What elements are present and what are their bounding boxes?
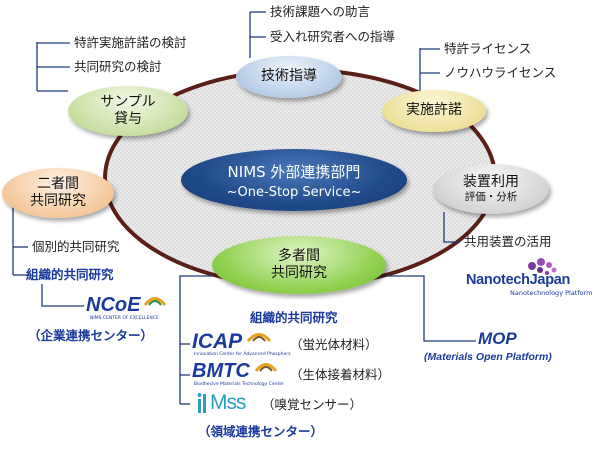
center-title: NIMS 外部連携部門 — [227, 162, 361, 181]
ncoe-logo-text: NCoE — [86, 294, 141, 316]
mss-wave-icon — [197, 393, 206, 413]
tech-guidance-node: 技術指導 — [236, 56, 342, 98]
nanotech-logo-sub: Nanotechnology Platform — [510, 289, 593, 297]
bilateral-org-label: 組織的共同研究 — [26, 267, 114, 282]
center-hub: NIMS 外部連携部門 ~One-Stop Service~ — [181, 149, 407, 211]
tech-guidance-label: 技術指導 — [261, 68, 317, 85]
sample-item: 共同研究の検討 — [74, 59, 162, 74]
bilateral-label-1: 二者間 — [37, 175, 79, 192]
bmtc-logo: BMTC Biodhesive Materials Technology Cen… — [192, 360, 284, 387]
mss-logo-text: Mss — [210, 391, 246, 414]
mss-logo: Mss — [196, 391, 246, 415]
ncoe-logo: NCoE NIMS CENTER OF EXCELLENCE — [86, 294, 166, 321]
tech-guidance-item: 技術課題への助言 — [270, 4, 371, 19]
bilateral-node: 二者間 共同研究 — [2, 168, 114, 218]
license-item: ノウハウライセンス — [444, 65, 557, 80]
multilateral-org-label: 組織的共同研究 — [250, 310, 338, 325]
multilateral-label-2: 共同研究 — [271, 265, 327, 281]
nanotech-dots-icon — [528, 258, 557, 275]
license-node: 実施許諾 — [382, 90, 486, 132]
sample-label-2: 貸与 — [114, 111, 142, 127]
nanotech-logo-text: NanotechJapan — [466, 272, 571, 288]
bmtc-arc-icon — [254, 363, 278, 372]
bilateral-label-2: 共同研究 — [30, 193, 86, 209]
ncoe-logo-sub: NIMS CENTER OF EXCELLENCE — [90, 316, 159, 321]
equipment-item: 共用装置の活用 — [464, 234, 552, 249]
connector-lines — [12, 11, 476, 405]
sample-label-1: サンプル — [100, 93, 156, 110]
bmtc-logo-text: BMTC — [192, 360, 250, 382]
mop-logo-sub: (Materials Open Platform) — [424, 351, 552, 363]
multilateral-center-item: （蛍光体材料） — [290, 337, 378, 352]
bmtc-logo-sub: Biodhesive Materials Technology Center — [194, 382, 284, 387]
equipment-label-2: 評価・分析 — [464, 191, 518, 204]
icap-logo: ICAP Innovation Center for Advanced Phos… — [192, 330, 290, 357]
multilateral-node: 多者間 共同研究 — [212, 236, 386, 294]
icap-logo-sub: Innovation Center for Advanced Phosphors — [194, 352, 291, 357]
icap-arc-icon — [247, 333, 272, 343]
license-label: 実施許諾 — [406, 102, 462, 119]
equipment-node: 装置利用 評価・分析 — [433, 164, 549, 214]
multilateral-center-item: （嗅覚センサー） — [262, 397, 363, 412]
bilateral-center-label: （企業連携センター） — [28, 328, 154, 343]
sample-node: サンプル 貸与 — [68, 86, 188, 136]
mop-logo-text: MOP — [478, 329, 517, 348]
sample-item: 特許実施許諾の検討 — [74, 35, 187, 50]
center-subtitle: ~One-Stop Service~ — [226, 184, 362, 200]
license-item: 特許ライセンス — [444, 41, 532, 56]
equipment-label-1: 装置利用 — [463, 173, 519, 190]
tech-guidance-item: 受入れ研究者への指導 — [270, 29, 396, 44]
nanotech-logo: NanotechJapan Nanotechnology Platform — [466, 256, 596, 300]
multilateral-label-1: 多者間 — [278, 247, 320, 264]
icap-logo-text: ICAP — [192, 330, 243, 353]
multilateral-center-item: （生体接着材料） — [290, 367, 391, 382]
bilateral-item: 個別的共同研究 — [32, 239, 120, 254]
ncoe-arc-icon — [143, 297, 166, 306]
multilateral-center-label: （領域連携センター） — [198, 424, 324, 439]
